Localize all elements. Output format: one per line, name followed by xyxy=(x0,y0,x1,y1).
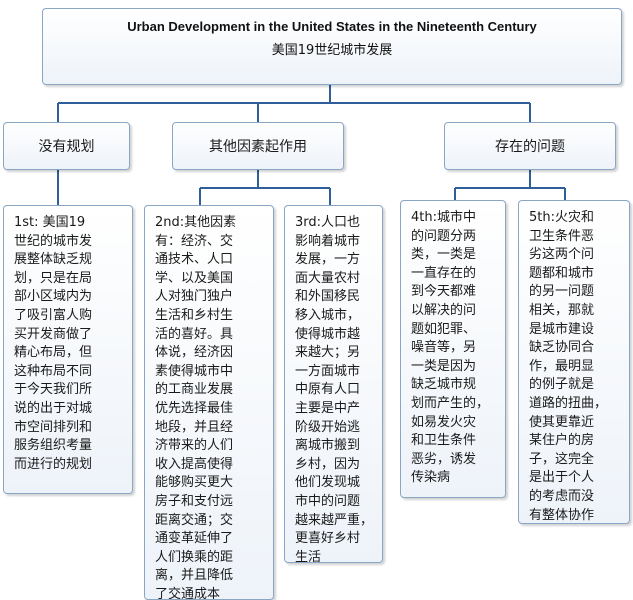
root-subtitle: 美国19世纪城市发展 xyxy=(271,43,393,58)
root-node: Urban Development in the United States i… xyxy=(42,8,622,85)
leaf-note-2: 2nd:其他因素 有：经济、交 通技术、人口 学、以及美国 人对独门独户 生活和… xyxy=(144,205,274,600)
root-title: Urban Development in the United States i… xyxy=(127,19,537,34)
leaf-note-1: 1st: 美国19 世纪的城市发 展整体缺乏规 划，只是在局 部小区域内为 了吸… xyxy=(3,205,133,494)
category-existing-problems: 存在的问题 xyxy=(444,122,616,170)
category-label: 存在的问题 xyxy=(495,139,565,155)
category-other-factors: 其他因素起作用 xyxy=(172,122,344,170)
leaf-note-5: 5th:火灾和 卫生条件恶 劣这两个问 题都和城市 的另一问题 相关，那就 是城… xyxy=(518,200,630,524)
leaf-note-3: 3rd:人口也 影响着城市 发展，一方 面大量农村 和外国移民 移入城市， 使得… xyxy=(284,205,383,563)
category-label: 其他因素起作用 xyxy=(209,139,307,155)
leaf-note-4: 4th:城市中 的问题分两 类，一类是 一直存在的 到今天都难 以解决的问 题如… xyxy=(400,200,506,498)
category-label: 没有规划 xyxy=(38,139,95,155)
category-no-planning: 没有规划 xyxy=(3,122,130,170)
